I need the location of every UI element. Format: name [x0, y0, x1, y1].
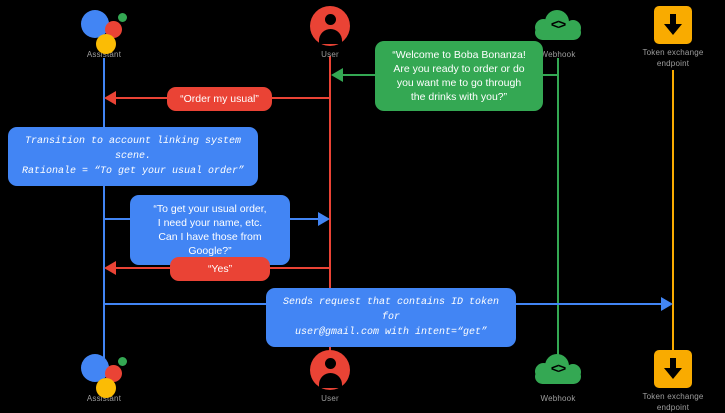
actor-assistant-bottom: Assistant — [44, 350, 164, 404]
assistant-dot-green — [118, 357, 127, 366]
download-arrow-head — [664, 368, 682, 379]
note-transition-account-linking: Transition to account linking system sce… — [8, 127, 258, 186]
actor-label-user: User — [321, 50, 339, 59]
actor-user-top: User — [270, 6, 390, 60]
message-bubble-need-your-name: “To get your usual order, I need your na… — [130, 195, 290, 265]
code-brackets-icon: <> — [550, 16, 566, 32]
google-assistant-logo-bottom — [81, 350, 127, 398]
actor-label-assistant-bottom: Assistant — [86, 394, 122, 403]
assistant-dot-red — [105, 21, 122, 38]
message-bubble-welcome: “Welcome to Boba Bonanza! Are you ready … — [375, 41, 543, 111]
actor-label-token-endpoint-bottom: Token exchange endpoint — [642, 392, 704, 412]
code-brackets-icon: <> — [550, 360, 566, 376]
message-bubble-yes: “Yes” — [170, 257, 270, 281]
actor-label-webhook: Webhook — [540, 50, 576, 59]
actor-webhook-top: <> Webhook — [498, 6, 618, 60]
download-box-icon — [654, 6, 692, 44]
assistant-dot-green — [118, 13, 127, 22]
assistant-dot-yellow — [96, 34, 116, 54]
user-avatar-icon-bottom — [310, 350, 350, 390]
actor-label-token-endpoint: Token exchange endpoint — [642, 48, 704, 68]
google-assistant-logo — [81, 6, 127, 54]
lifeline-assistant — [103, 58, 105, 358]
user-avatar-body — [318, 29, 342, 44]
user-avatar-icon — [310, 6, 350, 46]
arrow-head-welcome — [331, 68, 343, 82]
arrow-head-yes — [104, 261, 116, 275]
note-sends-request: Sends request that contains ID token for… — [266, 288, 516, 347]
cloud-base — [535, 369, 581, 384]
actor-label-webhook-bottom: Webhook — [540, 394, 576, 403]
assistant-dot-red — [105, 365, 122, 382]
download-arrow-stem — [670, 358, 676, 370]
arrow-head-need-your-name — [318, 212, 330, 226]
cloud-code-icon: <> — [532, 6, 584, 46]
cloud-base — [535, 25, 581, 40]
actor-webhook-bottom: <> Webhook — [498, 350, 618, 404]
actor-assistant-top: Assistant — [44, 6, 164, 60]
cloud-code-icon-bottom: <> — [532, 350, 584, 390]
actor-token-endpoint-top: Token exchange endpoint — [613, 6, 725, 69]
lifeline-webhook — [557, 58, 559, 358]
download-arrow-head — [664, 24, 682, 35]
arrow-head-order-my-usual — [104, 91, 116, 105]
actor-user-bottom: User — [270, 350, 390, 404]
arrow-head-sends-request — [661, 297, 673, 311]
assistant-dot-blue — [81, 10, 109, 38]
actor-token-endpoint-bottom: Token exchange endpoint — [613, 350, 725, 413]
message-bubble-order-my-usual: “Order my usual” — [167, 87, 272, 111]
actor-label-assistant: Assistant — [86, 50, 122, 59]
assistant-dot-yellow — [96, 378, 116, 398]
user-avatar-head — [324, 14, 336, 25]
download-arrow-stem — [670, 14, 676, 26]
download-box-icon-bottom — [654, 350, 692, 388]
actor-label-user-bottom: User — [321, 394, 339, 403]
lifeline-token-endpoint — [672, 70, 674, 358]
lifeline-user — [329, 56, 331, 359]
user-avatar-head — [324, 358, 336, 369]
user-avatar-body — [318, 373, 342, 388]
assistant-dot-blue — [81, 354, 109, 382]
